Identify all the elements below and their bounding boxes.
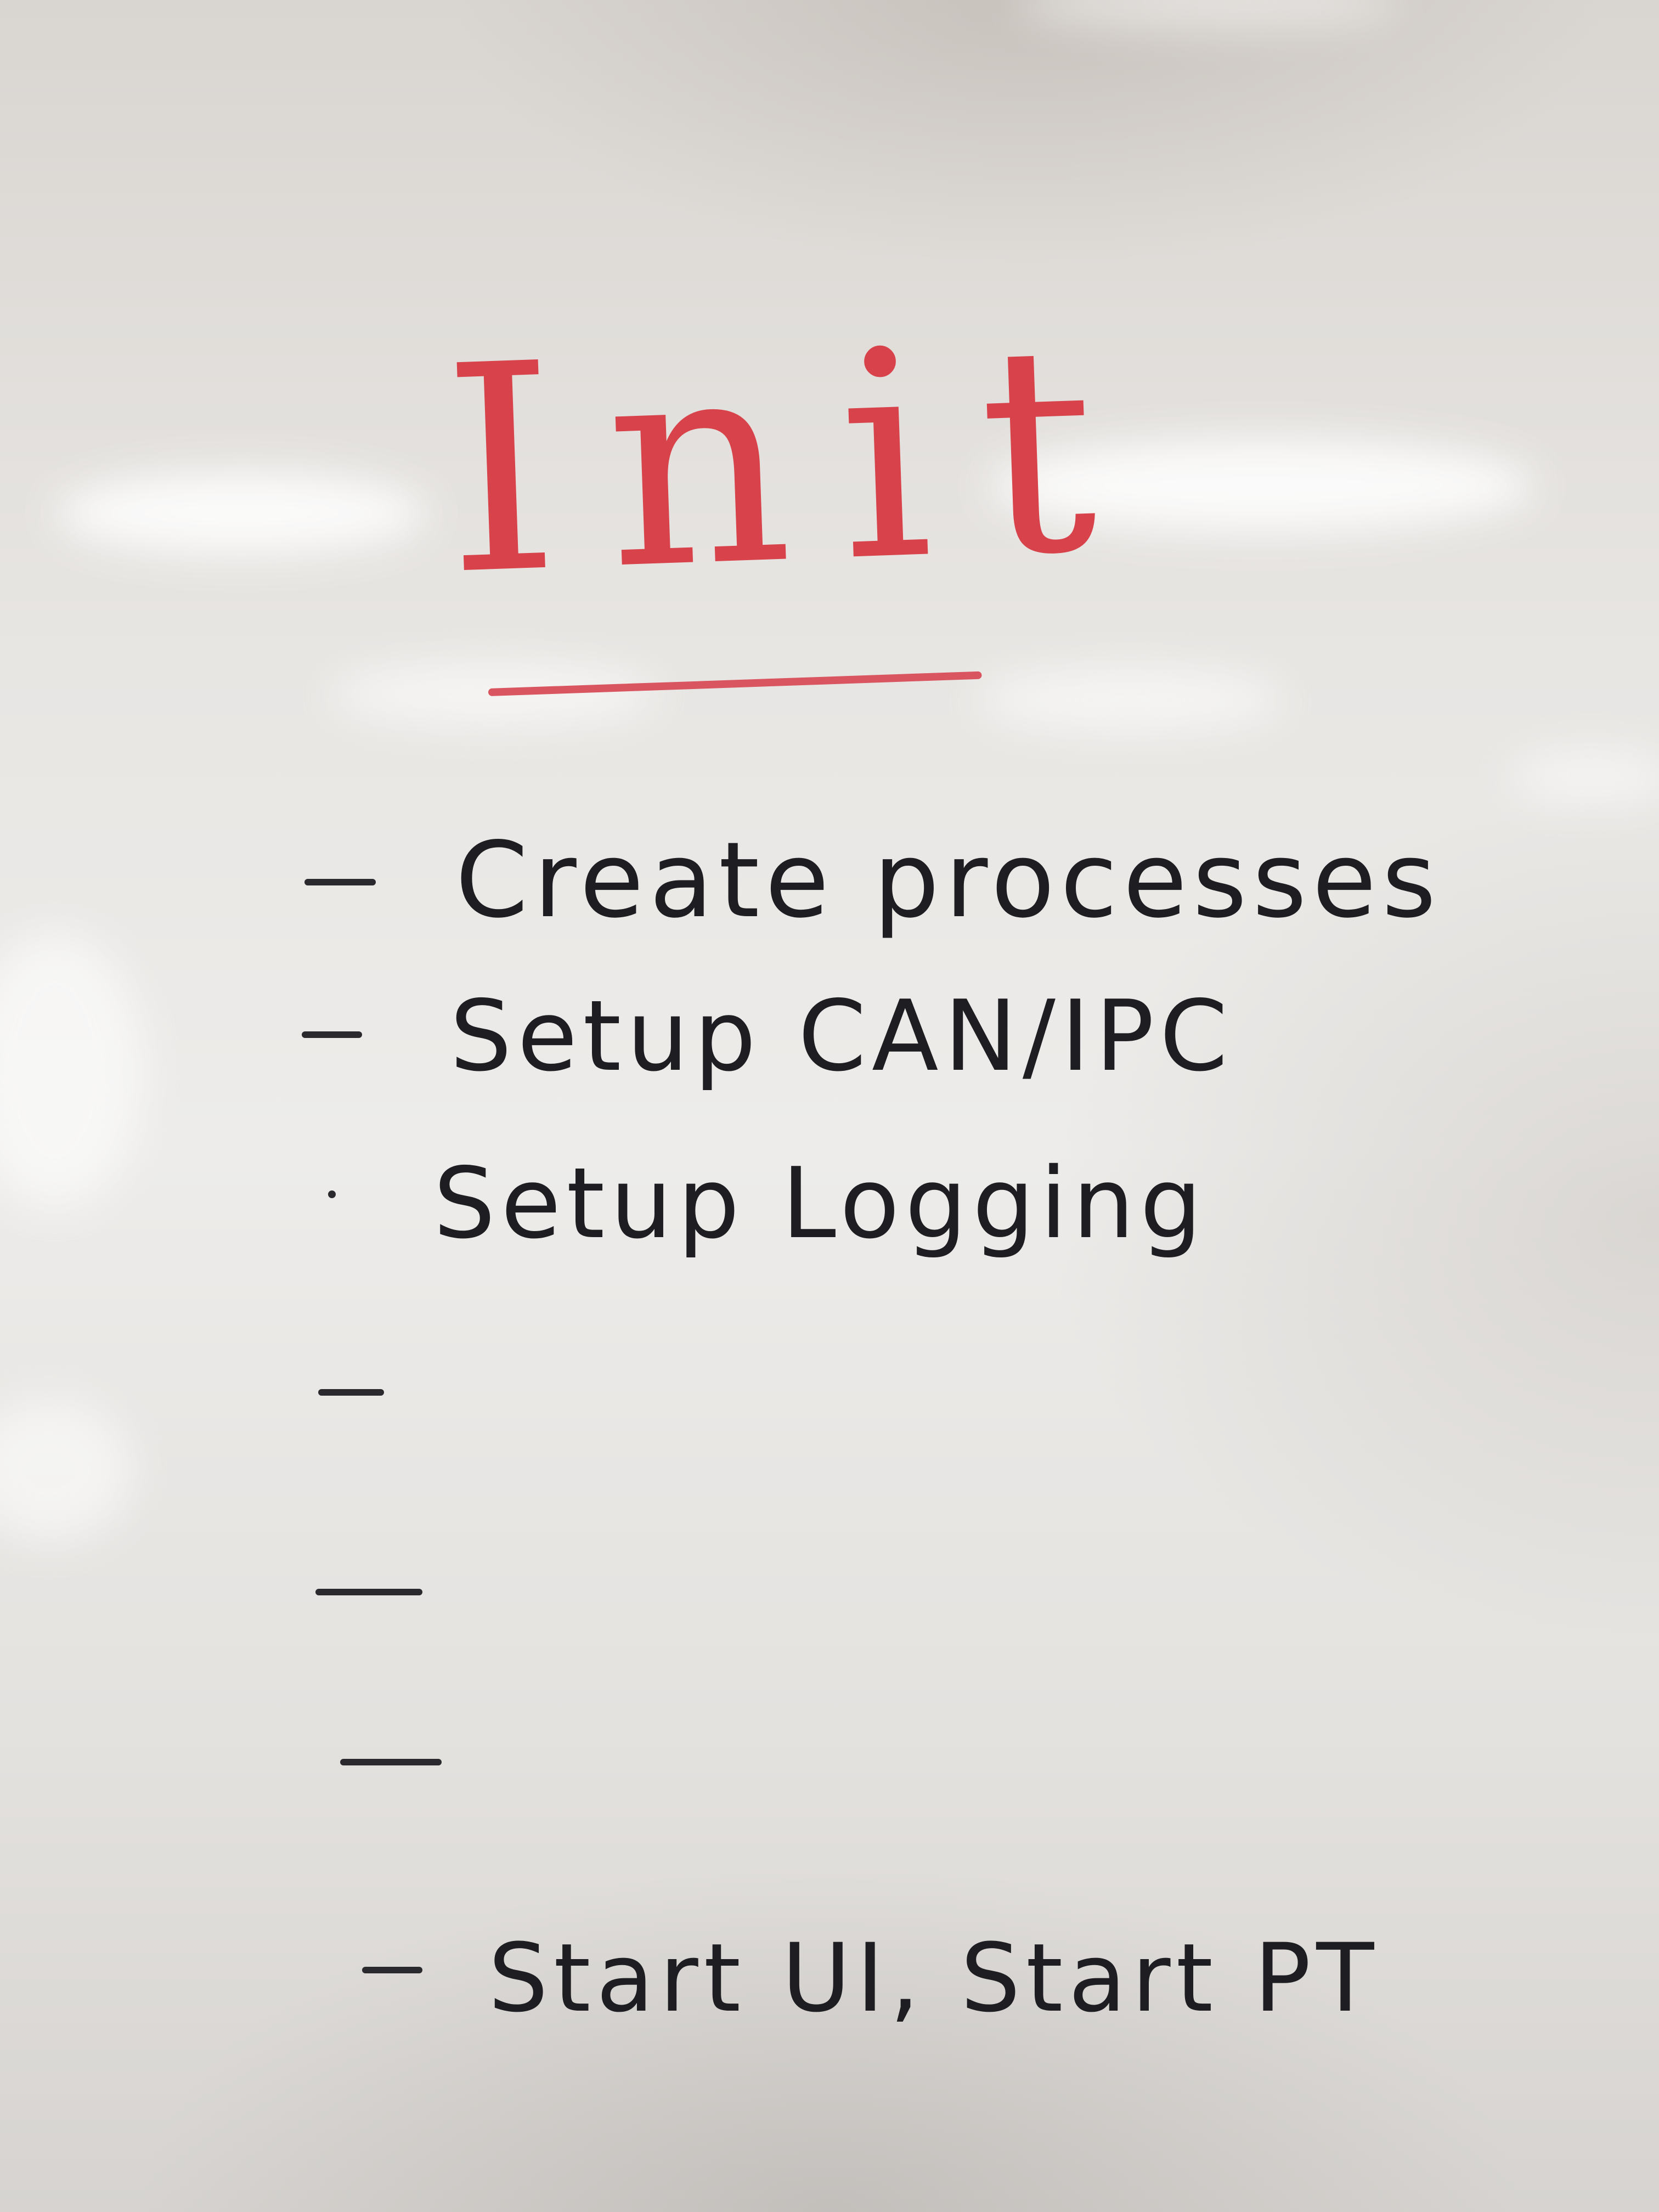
bullet-dash [304, 879, 376, 885]
light-reflection [977, 669, 1284, 730]
light-reflection [0, 933, 143, 1207]
bullet-dash [362, 1967, 422, 1973]
light-reflection [0, 1399, 132, 1542]
list-item: Setup Logging [433, 1147, 1207, 1260]
bullet-dot [328, 1190, 336, 1198]
light-reflection [55, 472, 428, 554]
bullet-dash [315, 1589, 422, 1595]
board-title: Init [439, 281, 1150, 638]
bullet-dash [302, 1031, 362, 1038]
list-item: Create processes [455, 820, 1442, 941]
light-reflection [1509, 752, 1659, 801]
list-item: Setup CAN/IPC [450, 979, 1233, 1093]
light-reflection [1015, 0, 1399, 27]
light-reflection [988, 439, 1536, 532]
bullet-dash [318, 1389, 384, 1396]
list-item: Start UI, Start PT [488, 1923, 1380, 2033]
bullet-dash [340, 1759, 442, 1765]
